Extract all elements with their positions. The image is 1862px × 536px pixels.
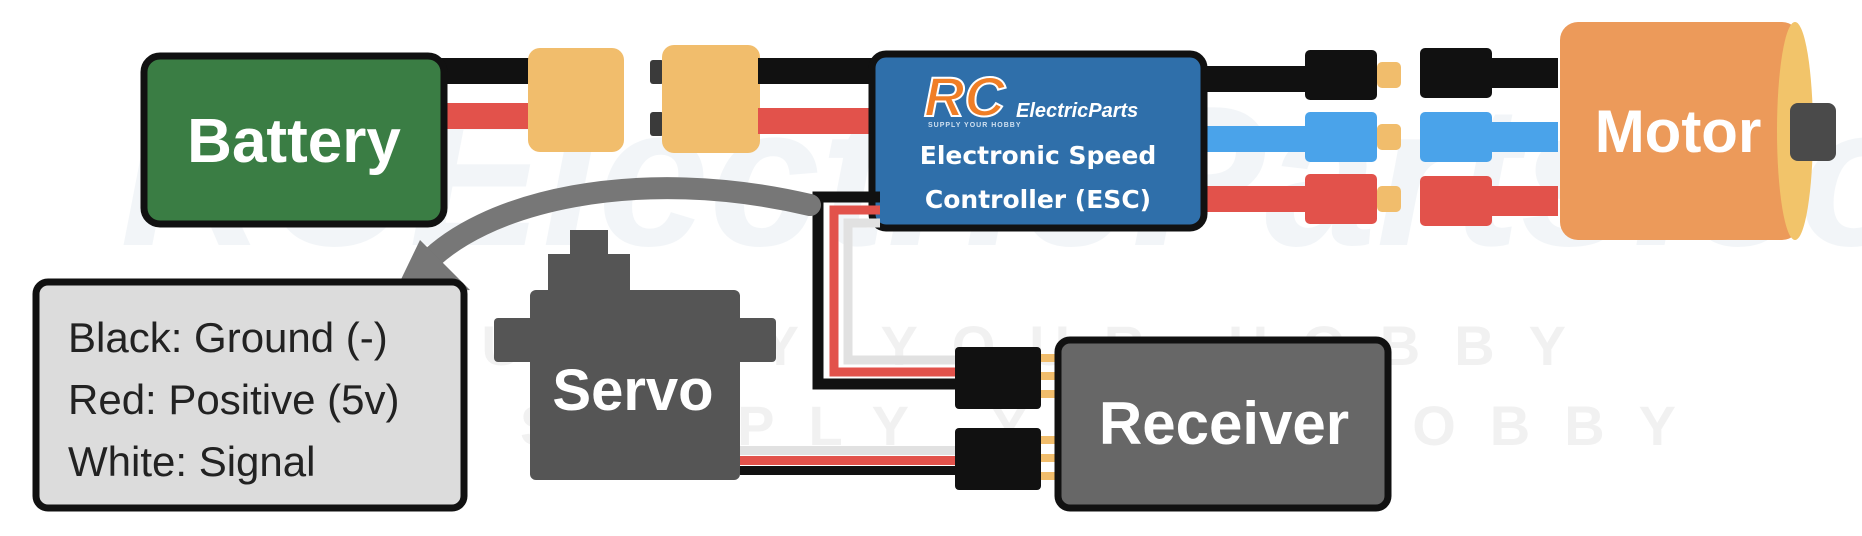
esc-label-line2: Controller (ESC) [925,185,1151,214]
bullet-plug [1377,186,1401,212]
servo-black-wire [740,466,965,475]
receiver-plugs [955,347,1055,490]
bullet-plug [1377,62,1401,88]
motor-label: Motor [1595,98,1762,165]
servo-horn-base [548,254,630,296]
battery-box: Battery [140,52,448,228]
receiver-plug-esc [955,347,1041,409]
esc-box: RC ElectricParts SUPPLY YOUR HOBBY Elect… [868,50,1208,232]
bullet-socket-red [1420,176,1492,226]
bullet-plug [1377,124,1401,150]
bullet-socket-blue [1420,112,1492,162]
servo-red-wire [740,456,965,465]
battery-black-wire [440,58,535,84]
connector-pin [650,112,664,136]
motor: Motor [1560,22,1836,240]
battery-label: Battery [187,107,401,176]
motor-lead-black [1488,58,1558,88]
motor-shaft [1790,103,1836,161]
legend-line-white: White: Signal [68,438,315,485]
servo-white-wire [740,446,965,455]
header-pin [1041,390,1055,398]
logo-rc: RC [924,65,1006,128]
wire-color-legend: Black: Ground (-) Red: Positive (5v) Whi… [32,278,468,512]
header-pin [1041,372,1055,380]
legend-line-black: Black: Ground (-) [68,314,388,361]
receiver-plug-servo [955,428,1041,490]
servo-mount-tabs [494,318,776,362]
servo-spline [570,230,608,258]
battery-wires [440,58,535,129]
servo: Servo [494,230,776,480]
esc-input-red-wire [758,108,878,134]
receiver-label: Receiver [1099,390,1349,457]
motor-wires [1205,48,1558,226]
bullet-housing-blue [1305,112,1377,162]
bullet-socket-black [1420,48,1492,98]
logo-brand: ElectricParts [1016,100,1138,122]
esc-connector-female [662,45,760,153]
motor-lead-blue [1488,122,1558,152]
logo-tagline: SUPPLY YOUR HOBBY [928,122,1022,129]
header-pin [1041,472,1055,480]
rc-logo: RC ElectricParts SUPPLY YOUR HOBBY [923,64,1138,129]
esc-signal-wires [812,191,960,390]
connector-pin [650,60,664,84]
servo-wires [740,446,965,475]
motor-lead-red [1488,186,1558,216]
esc-label-line1: Electronic Speed [920,141,1156,170]
bullet-housing-black [1305,50,1377,100]
battery-connector [528,45,760,153]
bullet-housing-red [1305,174,1377,224]
battery-red-wire [440,103,535,129]
esc-input-black-wire [758,58,878,84]
header-pin [1041,436,1055,444]
header-pin [1041,354,1055,362]
receiver-box: Receiver [1054,336,1392,512]
servo-label: Servo [552,358,713,423]
header-pin [1041,454,1055,462]
battery-connector-male [528,48,624,152]
legend-line-red: Red: Positive (5v) [68,376,399,423]
